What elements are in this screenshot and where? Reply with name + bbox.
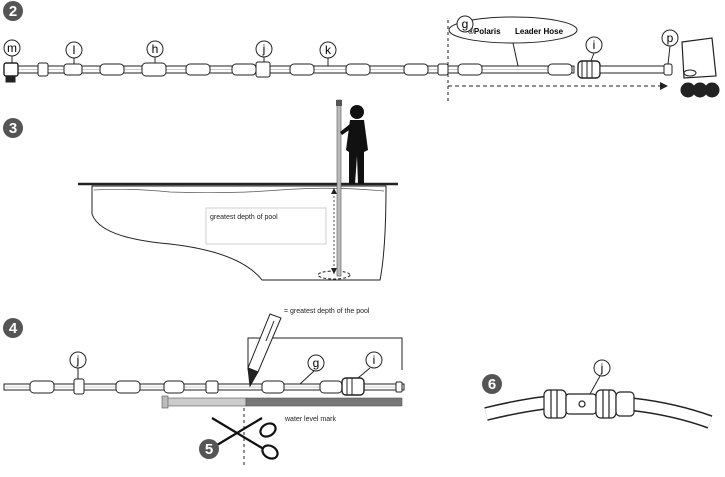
part-label-i: i — [585, 36, 603, 62]
svg-text:l: l — [73, 43, 76, 57]
part-label-g: g — [456, 15, 474, 33]
part-label-h: h — [146, 40, 164, 63]
step-3-section: 3 greatest depth of pool — [3, 99, 398, 281]
part-label-j: j — [255, 40, 273, 62]
scissors-icon — [211, 417, 279, 460]
leader-hose-text: Leader Hose — [515, 27, 564, 36]
step-4-hose — [3, 377, 405, 396]
step-6-number: 6 — [488, 376, 496, 393]
part-label-m: m — [3, 39, 21, 63]
part-label-p: p — [661, 29, 679, 65]
step-2-badge: 2 — [3, 1, 23, 21]
step-4-label-g: g — [299, 354, 325, 385]
measuring-pole — [336, 99, 342, 277]
pole-section-dark — [245, 397, 403, 407]
swivel-connector — [543, 389, 635, 419]
hose-assembly — [3, 60, 673, 83]
step-3-badge: 3 — [3, 118, 23, 138]
step-5-badge: 5 — [199, 439, 219, 459]
step-4-label-j: j — [69, 351, 87, 379]
step-4-section: 4 = greatest de — [3, 308, 405, 423]
depth-label: greatest depth of pool — [210, 214, 278, 221]
arrow-head-icon — [660, 82, 668, 90]
svg-text:j: j — [600, 361, 604, 375]
pool-cleaner-icon — [680, 37, 720, 98]
pool-bottom-mark — [317, 270, 351, 280]
step-2-number: 2 — [9, 3, 17, 20]
svg-text:i: i — [373, 353, 376, 367]
depth-callout-box — [205, 207, 327, 245]
svg-text:j: j — [76, 353, 80, 367]
person-silhouette-icon — [340, 105, 368, 184]
svg-text:i: i — [593, 38, 596, 52]
step-6-label-j: j — [589, 359, 611, 395]
svg-text:j: j — [262, 42, 266, 56]
pen-legend: = greatest depth of the pool — [284, 308, 370, 315]
step-4-badge: 4 — [3, 318, 23, 338]
step-3-number: 3 — [9, 120, 17, 137]
water-level-label: water level mark — [284, 416, 336, 423]
marker-pen-icon — [247, 313, 282, 388]
step-5-section: 5 — [199, 408, 279, 468]
step-4-label-i: i — [357, 351, 383, 379]
polaris-brand: ®Polaris — [468, 27, 501, 36]
part-label-l: l — [65, 41, 83, 64]
svg-text:g: g — [462, 17, 469, 31]
svg-text:p: p — [667, 31, 674, 45]
svg-text:h: h — [152, 42, 159, 56]
step-6-badge: 6 — [482, 374, 502, 394]
pole-section-light — [165, 397, 247, 407]
part-label-k: k — [319, 41, 337, 66]
step-5-number: 5 — [205, 441, 213, 458]
svg-text:g: g — [313, 356, 320, 370]
step-4-number: 4 — [9, 320, 18, 337]
leader-hose-tag: ®Polaris Leader Hose — [448, 16, 578, 67]
svg-text:k: k — [325, 43, 332, 57]
step-6-section: 6 j — [482, 359, 713, 429]
measure-bracket — [247, 337, 403, 370]
svg-text:m: m — [7, 41, 17, 55]
step-2-section: 2 — [3, 1, 720, 102]
